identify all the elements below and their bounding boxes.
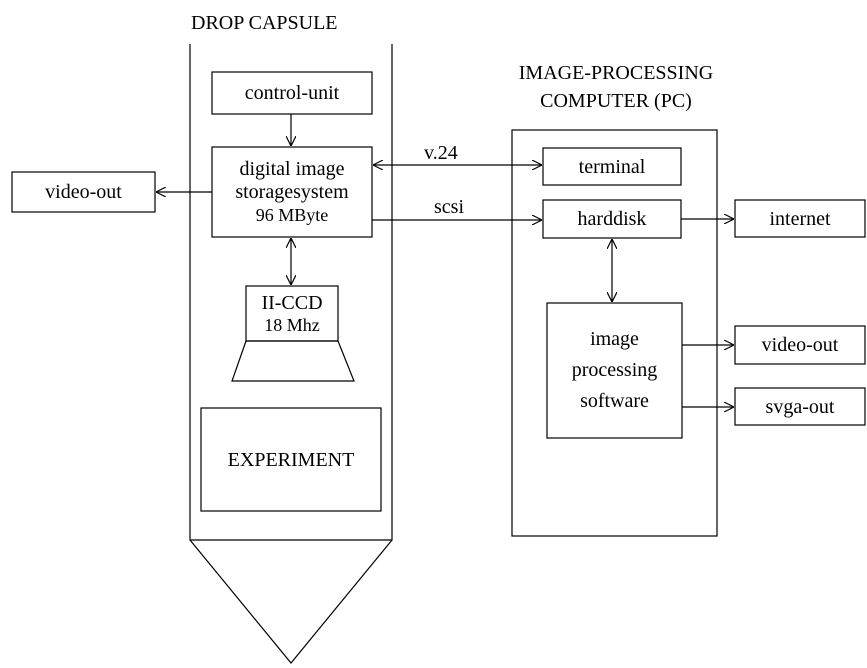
control-unit-box (211, 71, 373, 115)
control-unit-label: control-unit (212, 72, 372, 114)
software-box (546, 302, 683, 439)
drop-capsule-title: DROP CAPSULE (191, 12, 338, 34)
pc-title-line2: COMPUTER (PC) (540, 90, 692, 112)
camera-line1: II-CCD (261, 292, 323, 314)
software-line2: processing (571, 359, 658, 381)
video-out-right-label: video-out (735, 326, 865, 364)
video-out-left-text: video-out (45, 181, 122, 203)
harddisk-text: harddisk (577, 208, 647, 230)
pc-enclosure (511, 129, 718, 537)
experiment-label: EXPERIMENT (201, 408, 381, 511)
camera-lens-shape (231, 340, 355, 382)
video-out-left-box (11, 171, 156, 213)
svga-out-text: svga-out (765, 395, 835, 418)
terminal-text: terminal (578, 155, 646, 178)
scsi-link-label: scsi (434, 196, 464, 218)
svga-out-label: svga-out (735, 388, 865, 425)
storage-system-label: digital image storagesystem 96 MByte (212, 147, 372, 237)
camera-line2: 18 Mhz (264, 315, 320, 335)
harddisk-label: harddisk (543, 200, 681, 238)
internet-box (734, 199, 866, 238)
svga-out-box (734, 387, 866, 426)
internet-text: internet (769, 207, 831, 230)
video-out-left-label: video-out (12, 172, 155, 212)
software-line3: software (580, 390, 649, 412)
video-out-right-text: video-out (761, 334, 839, 356)
experiment-text: EXPERIMENT (227, 448, 355, 471)
experiment-box (200, 407, 382, 512)
software-line1: image (590, 328, 639, 350)
storage-line3: 96 MByte (255, 204, 329, 225)
drop-capsule-nose (189, 539, 393, 664)
video-out-right-box (734, 325, 866, 365)
camera-label: II-CCD 18 Mhz (246, 287, 338, 341)
terminal-label: terminal (543, 148, 681, 185)
drop-capsule-outline (189, 44, 393, 541)
terminal-box (542, 147, 682, 186)
internet-label: internet (735, 200, 865, 237)
pc-title-line1: IMAGE-PROCESSING (518, 62, 714, 84)
storage-line2: storagesystem (235, 180, 349, 203)
v24-link-label: v.24 (424, 142, 458, 164)
software-label: image processing software (547, 303, 682, 438)
storage-line1: digital image (239, 157, 345, 180)
control-unit-text: control-unit (244, 82, 340, 104)
